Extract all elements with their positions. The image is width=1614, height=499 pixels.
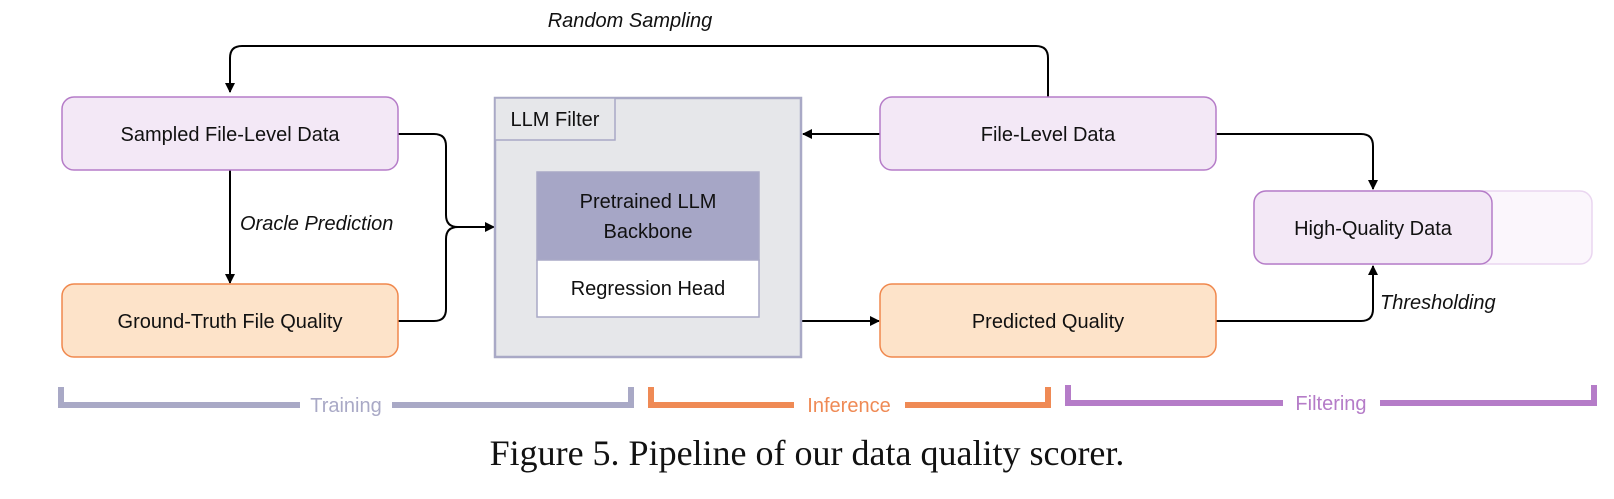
llm-filter-container: LLM Filter Pretrained LLM Backbone Regre…: [493, 96, 803, 359]
pretrained-backbone-block: [536, 171, 760, 261]
regression-head-label: Regression Head: [571, 278, 726, 300]
predicted-quality-node: Predicted Quality: [879, 283, 1217, 358]
ground-truth-file-quality-node: Ground-Truth File Quality: [61, 283, 399, 358]
inference-label: Inference: [807, 395, 890, 417]
random-sampling-label: Random Sampling: [548, 10, 713, 32]
high-quality-data-node: High-Quality Data: [1253, 190, 1593, 265]
backbone-label-line1: Pretrained LLM: [580, 191, 717, 213]
sampled-file-level-data-node: Sampled File-Level Data: [61, 96, 399, 171]
training-phase-bracket: Training: [58, 387, 634, 417]
inference-phase-bracket: Inference: [648, 387, 1051, 417]
training-label: Training: [310, 395, 382, 417]
predicted-quality-label: Predicted Quality: [972, 311, 1124, 333]
oracle-prediction-label: Oracle Prediction: [240, 213, 393, 235]
filtering-phase-bracket: Filtering: [1065, 385, 1597, 415]
ground-truth-to-filter-edge: [398, 226, 459, 322]
high-quality-data-label: High-Quality Data: [1294, 218, 1453, 240]
ground-truth-file-quality-label: Ground-Truth File Quality: [118, 311, 343, 333]
thresholding-label: Thresholding: [1380, 292, 1496, 314]
regression-head-block: [536, 259, 760, 318]
filtering-label: Filtering: [1295, 393, 1366, 415]
thresholding-edge: [1216, 265, 1378, 322]
file-level-data-node: File-Level Data: [879, 96, 1217, 171]
figure-caption: Figure 5. Pipeline of our data quality s…: [489, 433, 1125, 473]
sampled-file-level-data-label: Sampled File-Level Data: [121, 124, 341, 146]
sampled-to-filter-edge: [398, 133, 495, 232]
file-level-data-label: File-Level Data: [981, 124, 1116, 146]
file-data-to-high-quality-edge: [1216, 133, 1378, 190]
llm-filter-label: LLM Filter: [511, 109, 600, 131]
random-sampling-edge: [225, 45, 1049, 97]
backbone-label-line2: Backbone: [604, 221, 693, 243]
pipeline-diagram: Random Sampling Oracle Prediction Thresh…: [58, 10, 1597, 417]
